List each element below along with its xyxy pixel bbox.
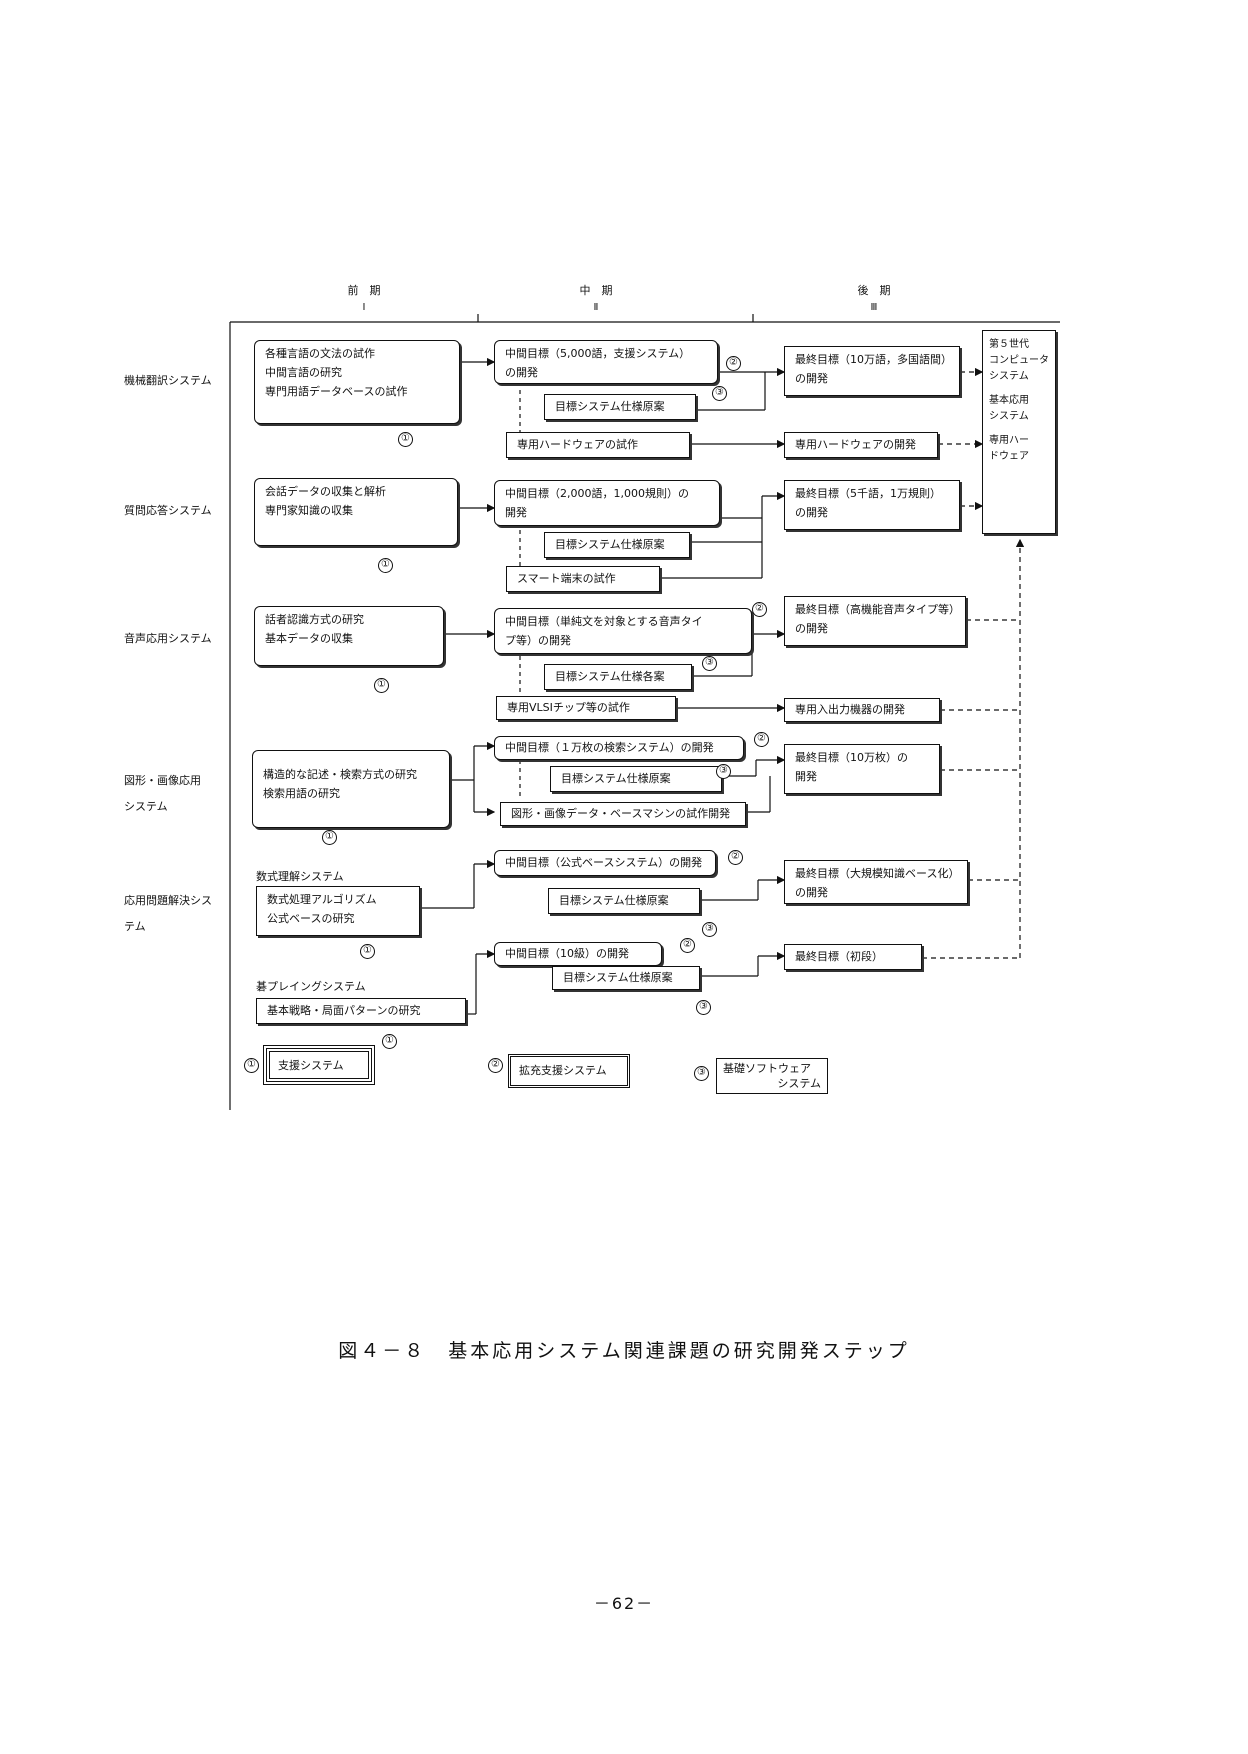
box-vlsi-proto: 専用VLSIチップ等の試作 <box>496 696 676 720</box>
box-mt-interim-goal: 中間目標（5,000語，支援システム）の開発 <box>494 340 718 384</box>
marker-extended-3: ② <box>752 602 767 617</box>
marker-basic-6: ③ <box>696 1000 711 1015</box>
box-go-final-goal: 最終目標（初段） <box>784 944 922 970</box>
marker-support-3: ① <box>374 678 389 693</box>
phase-label-early: 前 期 <box>347 284 381 297</box>
marker-basic-3: ③ <box>702 656 717 671</box>
box-speech-interim-goal: 中間目標（単純文を対象とする音声タイプ等）の開発 <box>494 608 752 654</box>
marker-extended-6: ② <box>680 938 695 953</box>
box-formula-algorithm: 数式処理アルゴリズム公式ベースの研究 <box>256 886 420 936</box>
box-math-final-goal: 最終目標（大規模知識ベース化）の開発 <box>784 860 968 904</box>
row-label-machine-translation: 機械翻訳システム <box>124 374 212 387</box>
box-go-spec: 目標システム仕様原案 <box>552 966 700 990</box>
marker-support-1: ① <box>398 432 413 447</box>
marker-support-5: ① <box>360 944 375 959</box>
box-speech-spec: 目標システム仕様各案 <box>544 664 692 690</box>
legend-extended-support-system: 拡充支援システム <box>508 1054 630 1088</box>
legend-support-system: 支援システム <box>263 1045 375 1085</box>
box-qa-final-goal: 最終目標（5千語，1万規則）の開発 <box>784 480 960 530</box>
box-graphics-final-goal: 最終目標（10万枚）の開発 <box>784 744 940 794</box>
box-graphics-db-machine: 図形・画像データ・ベースマシンの試作開発 <box>500 802 746 826</box>
phase-numeral-middle: Ⅱ <box>593 302 599 313</box>
phase-numeral-early: Ⅰ <box>362 302 366 313</box>
legend-marker-2: ② <box>488 1058 503 1073</box>
row-label-graphics-a: 図形・画像応用 <box>124 774 201 787</box>
row-label-problem-solving-a: 応用問題解決シス <box>124 894 212 907</box>
phase-label-middle: 中 期 <box>579 284 613 297</box>
page-number: －62－ <box>593 1594 655 1613</box>
box-mt-hardware-proto: 専用ハードウェアの試作 <box>506 432 690 458</box>
row-label-question-answering: 質問応答システム <box>124 504 212 517</box>
figure-caption: 図４－８ 基本応用システム関連課題の研究開発ステップ <box>338 1340 910 1362</box>
sublabel-math-system: 数式理解システム <box>256 870 344 883</box>
phase-label-late: 後 期 <box>857 284 891 297</box>
legend-marker-3: ③ <box>694 1066 709 1081</box>
row-label-graphics-b: システム <box>124 800 168 813</box>
marker-extended-4: ② <box>754 732 769 747</box>
box-smart-terminal: スマート端末の試作 <box>506 566 660 592</box>
row-label-speech: 音声応用システム <box>124 632 212 645</box>
row-label-problem-solving-b: テム <box>124 920 146 933</box>
box-qa-spec: 目標システム仕様原案 <box>544 532 690 558</box>
box-speech-final-goal: 最終目標（高機能音声タイプ等）の開発 <box>784 596 966 646</box>
box-mt-hardware-dev: 専用ハードウェアの開発 <box>784 432 938 458</box>
marker-support-6: ① <box>382 1034 397 1049</box>
box-math-interim-goal: 中間目標（公式ベースシステム）の開発 <box>494 850 716 876</box>
box-graphics-spec: 目標システム仕様原案 <box>550 766 722 792</box>
legend-basic-software-system: 基礎ソフトウェアシステム <box>716 1058 828 1094</box>
marker-support-4: ① <box>322 830 337 845</box>
box-graphics-interim-goal: 中間目標（１万枚の検索システム）の開発 <box>494 736 744 760</box>
marker-extended-1: ② <box>726 356 741 371</box>
marker-basic-4: ③ <box>716 764 731 779</box>
marker-extended-5: ② <box>728 850 743 865</box>
box-speaker-recognition: 話者認識方式の研究基本データの収集 <box>254 606 444 666</box>
box-conversation-data: 会話データの収集と解析専門家知識の収集 <box>254 478 458 546</box>
box-go-strategy: 基本戦略・局面パターンの研究 <box>256 998 466 1024</box>
box-mt-spec: 目標システム仕様原案 <box>544 394 696 420</box>
box-qa-interim-goal: 中間目標（2,000語，1,000規則）の開発 <box>494 480 720 526</box>
sublabel-go-system: 碁プレイングシステム <box>256 980 366 993</box>
box-structural-description: 構造的な記述・検索方式の研究検索用語の研究 <box>252 750 450 828</box>
box-grammar-research: 各種言語の文法の試作中間言語の研究専門用語データベースの試作 <box>254 340 460 424</box>
box-fifth-gen-system: 第５世代コンピュータシステム 基本応用システム 専用ハードウェア <box>982 330 1056 534</box>
phase-numeral-late: Ⅲ <box>870 302 878 313</box>
box-math-spec: 目標システム仕様原案 <box>548 888 700 914</box>
marker-basic-5: ③ <box>702 922 717 937</box>
box-mt-final-goal: 最終目標（10万語，多国語間）の開発 <box>784 346 960 396</box>
marker-basic-1: ③ <box>712 386 727 401</box>
marker-support-2: ① <box>378 558 393 573</box>
box-io-device-dev: 専用入出力機器の開発 <box>784 698 940 722</box>
legend-marker-1: ① <box>244 1058 259 1073</box>
box-go-interim-goal: 中間目標（10級）の開発 <box>494 942 662 966</box>
